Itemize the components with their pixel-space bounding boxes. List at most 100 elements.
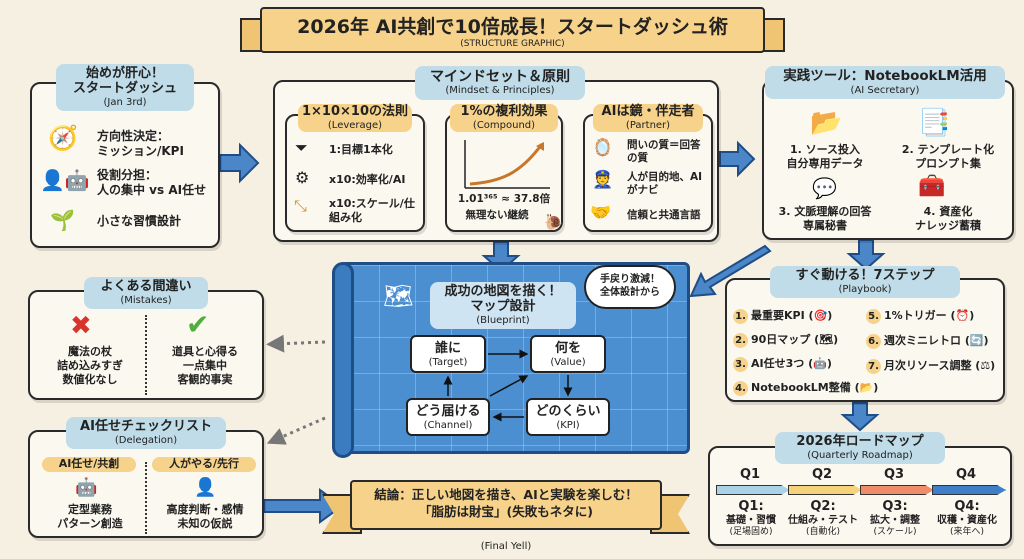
partner-card [583,114,713,232]
growth-curve-icon [464,140,550,189]
funnel-icon: ⏷ [295,138,308,157]
ai-column-items: 定型業務パターン創造 [57,503,123,530]
step-3: 3.AI任せ3つ (🤖) [733,355,832,372]
step-4: 4.NotebookLM整備 (📂) [733,379,878,396]
quarter-description: Q4:収穫・資産化(来年へ) [937,499,997,537]
node-target: 誰に(Target) [410,335,486,373]
mistakes-good-list: 道具と心得る一点集中客観的事実 [172,345,238,386]
step-1: 1.最重要KPI (🎯) [733,307,832,324]
leverage-item-2: x10:効率化/AI [329,173,406,186]
page-title: 2026年 AI共創で10倍成長！スタートダッシュ術 [297,16,728,38]
start-subtitle: (Jan 3rd) [103,96,147,108]
quarter-description: Q2:仕組み・テスト(自動化) [788,499,858,537]
handshake-icon: 🤝 [590,203,612,223]
partner-header: AIは鏡・伴走者(Partner) [593,104,703,133]
person-icon: 👤 [194,477,217,498]
quarter-arrow [788,485,862,495]
quarter-label: Q4 [956,467,977,482]
start-item-1: 方向性決定：ミッション/KPI [97,129,184,158]
compound-header: 1%の複利効果(Compound) [450,104,558,133]
final-banner: 結論：正しい地図を描き、AIと実験を楽しむ！ 「脂肪は財宝」(失敗もネタに) [350,480,662,530]
driver-map-icon: 👮 [592,170,614,190]
quarter-label: Q1 [740,467,761,482]
arrow-tools-to-playbook [846,239,886,271]
quarter-label: Q2 [812,467,833,482]
start-header: 始めが肝心！ スタートダッシュ (Jan 3rd) [56,64,194,112]
roadmap-header: 2026年ロードマップ(Quarterly Roadmap) [775,432,945,465]
quarter-label: Q3 [884,467,905,482]
gear-icon: ⚙ [295,168,310,187]
snail-icon: 🐌 [544,213,563,231]
thought-bubble: 手戻り激減！全体設計から [584,265,676,309]
start-title-1: 始めが肝心！ [85,66,164,81]
quarter-description: Q3:拡大・調整(スケール) [870,499,920,537]
mistakes-bad-list: 魔法の杖詰め込みすぎ数値化なし [57,345,123,386]
arrow-blueprint-to-mistakes [266,334,326,353]
mistakes-divider [145,315,147,395]
template-docs-icon: 📑 [918,108,951,138]
partner-item-1: 問いの質＝回答の質 [627,139,701,165]
quarter-arrow [860,485,934,495]
tool-item-1: 1. ソース投入自分専用データ [786,143,864,170]
node-value: 何を(Value) [530,335,606,373]
folder-icon: 📂 [810,108,843,138]
quarter-arrow [932,485,1006,495]
human-column-label: 人がやる/先行 [152,457,256,472]
quarter-arrow [716,485,790,495]
tool-item-2: 2. テンプレート化プロンプト集 [901,143,995,170]
person-robot-icon: 👤🤖 [40,168,90,192]
partner-item-2: 人が目的地、AIがナビ [627,171,703,197]
arrow-blueprint-to-delegation [266,416,326,445]
compass-icon: 🧭 [48,124,78,152]
final-subtitle: (Final Yell) [480,541,532,552]
human-column-items: 高度判断・感情未知の仮説 [166,503,244,530]
blueprint-header: 成功の地図を描く！マップ設計(Blueprint) [430,282,576,330]
leverage-item-1: 1:目標1本化 [329,143,393,156]
arrow-playbook-to-roadmap [840,402,880,432]
expand-arrows-icon: ⤡ [294,196,307,215]
tool-item-3: 3. 文脈理解の回答専属秘書 [778,205,872,232]
leverage-card [285,114,425,232]
final-line-2: 「脂肪は財宝」(失敗もネタに) [419,503,593,519]
robot-icon: 🤖 [75,477,98,498]
step-5: 5.1%トリガー (⏰) [866,307,974,324]
start-item-2: 役割分担：人の集中 vs AI任せ [97,168,207,197]
playbook-panel [725,278,1005,402]
title-banner: 2026年 AI共創で10倍成長！スタートダッシュ術 (STRUCTURE GR… [260,7,765,53]
final-line-1: 結論：正しい地図を描き、AIと実験を楽しむ！ [374,487,638,502]
chat-bubbles-icon: 💬 [812,176,837,200]
compound-note: 無理ない継続 [465,209,529,221]
tool-item-4: 4. 資産化ナレッジ蓄積 [915,205,981,232]
arrow-tools-to-blueprint [689,244,772,298]
leverage-item-3: x10:スケール/仕組み化 [329,197,415,224]
partner-item-3: 信頼と共通言語 [627,209,701,221]
page-subtitle: (STRUCTURE GRAPHIC) [460,39,565,49]
start-title-2: スタートダッシュ [72,80,177,96]
tools-header: 実践ツール：NotebookLM活用(AI Secretary) [765,66,1005,100]
leverage-header: 1×10×10の法則(Leverage) [298,104,412,133]
mindset-header: マインドセット＆原則(Mindset & Principles) [415,66,585,100]
arrow-mindset-to-tools [719,140,756,178]
treasure-chest-icon: 🧰 [918,174,946,199]
node-channel: どう届ける(Channel) [406,398,490,436]
step-2: 2.90日マップ (🗺) [733,331,838,348]
sprout-icon: 🌱 [50,208,75,232]
compound-formula: 1.01³⁶⁵ ≈ 37.8倍 [457,193,551,205]
map-icon: 🗺 [383,282,414,310]
tools-panel [762,80,1014,240]
mirror-icon: 🪞 [592,138,614,158]
ai-column-label: AI任せ/共創 [42,457,136,472]
delegation-divider [145,462,147,534]
cross-icon: ✖ [70,311,92,341]
start-item-3: 小さな習慣設計 [97,214,182,228]
mistakes-header: よくある間違い(Mistakes) [84,277,208,310]
step-6: 6.週次ミニレトロ (🔄) [866,332,989,349]
step-7: 7.月次リソース調整 (⚖) [866,357,995,374]
arrow-delegation-to-final [263,488,344,524]
blueprint-scroll-roll [332,262,354,458]
arrow-start-to-mindset [219,142,260,184]
quarter-description: Q1:基礎・習慣(足場固め) [726,499,776,537]
check-icon: ✔ [186,308,210,341]
delegation-header: AI任せチェックリスト(Delegation) [66,417,226,450]
